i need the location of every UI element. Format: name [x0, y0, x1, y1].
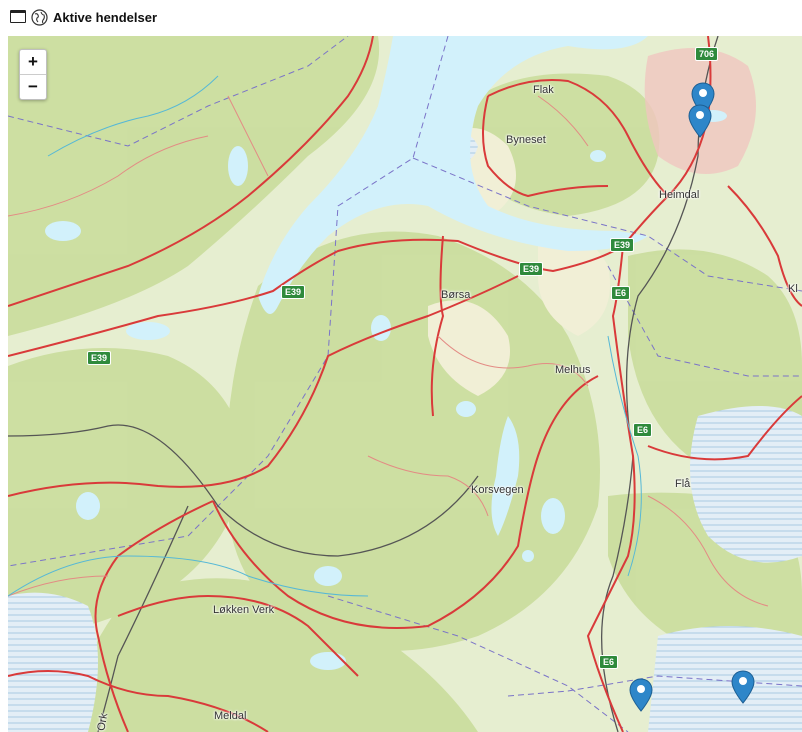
zoom-in-button[interactable]: +: [28, 52, 38, 71]
zoom-out-button[interactable]: −: [20, 74, 46, 99]
window-icon[interactable]: [10, 10, 26, 23]
road-shield-e39: E39: [281, 285, 306, 299]
place-label-melhus: Melhus: [555, 364, 591, 376]
place-label-meldal: Meldal: [214, 710, 247, 722]
road-shield-e6: E6: [599, 655, 619, 669]
incident-marker[interactable]: [629, 678, 653, 712]
road-shield-e39: E39: [87, 351, 112, 365]
map-base-layer: [8, 36, 802, 732]
incident-marker[interactable]: [688, 104, 712, 138]
place-label-borsa: Børsa: [441, 289, 471, 301]
road-shield-e39: E39: [519, 262, 544, 276]
place-label-fla: Flå: [675, 478, 691, 490]
place-label-flak: Flak: [533, 84, 554, 96]
road-shield-e6: E6: [633, 423, 653, 437]
panel-title: Aktive hendelser: [53, 10, 158, 25]
place-label-kl: Kl: [788, 283, 798, 295]
road-shield-e6: E6: [611, 286, 631, 300]
place-label-lokken-verk: Løkken Verk: [213, 604, 275, 616]
map-view[interactable]: Flak Byneset Heimdal Børsa Melhus Korsve…: [8, 36, 802, 732]
road-shield-706: 706: [695, 47, 719, 61]
zoom-control: + −: [19, 49, 47, 100]
incident-marker[interactable]: [731, 670, 755, 704]
place-label-byneset: Byneset: [506, 134, 546, 146]
panel-header: Aktive hendelser: [0, 0, 802, 36]
place-label-korsvegen: Korsvegen: [471, 484, 524, 496]
place-label-heimdal: Heimdal: [659, 189, 700, 201]
globe-icon: [31, 9, 48, 26]
road-shield-e39: E39: [610, 238, 635, 252]
